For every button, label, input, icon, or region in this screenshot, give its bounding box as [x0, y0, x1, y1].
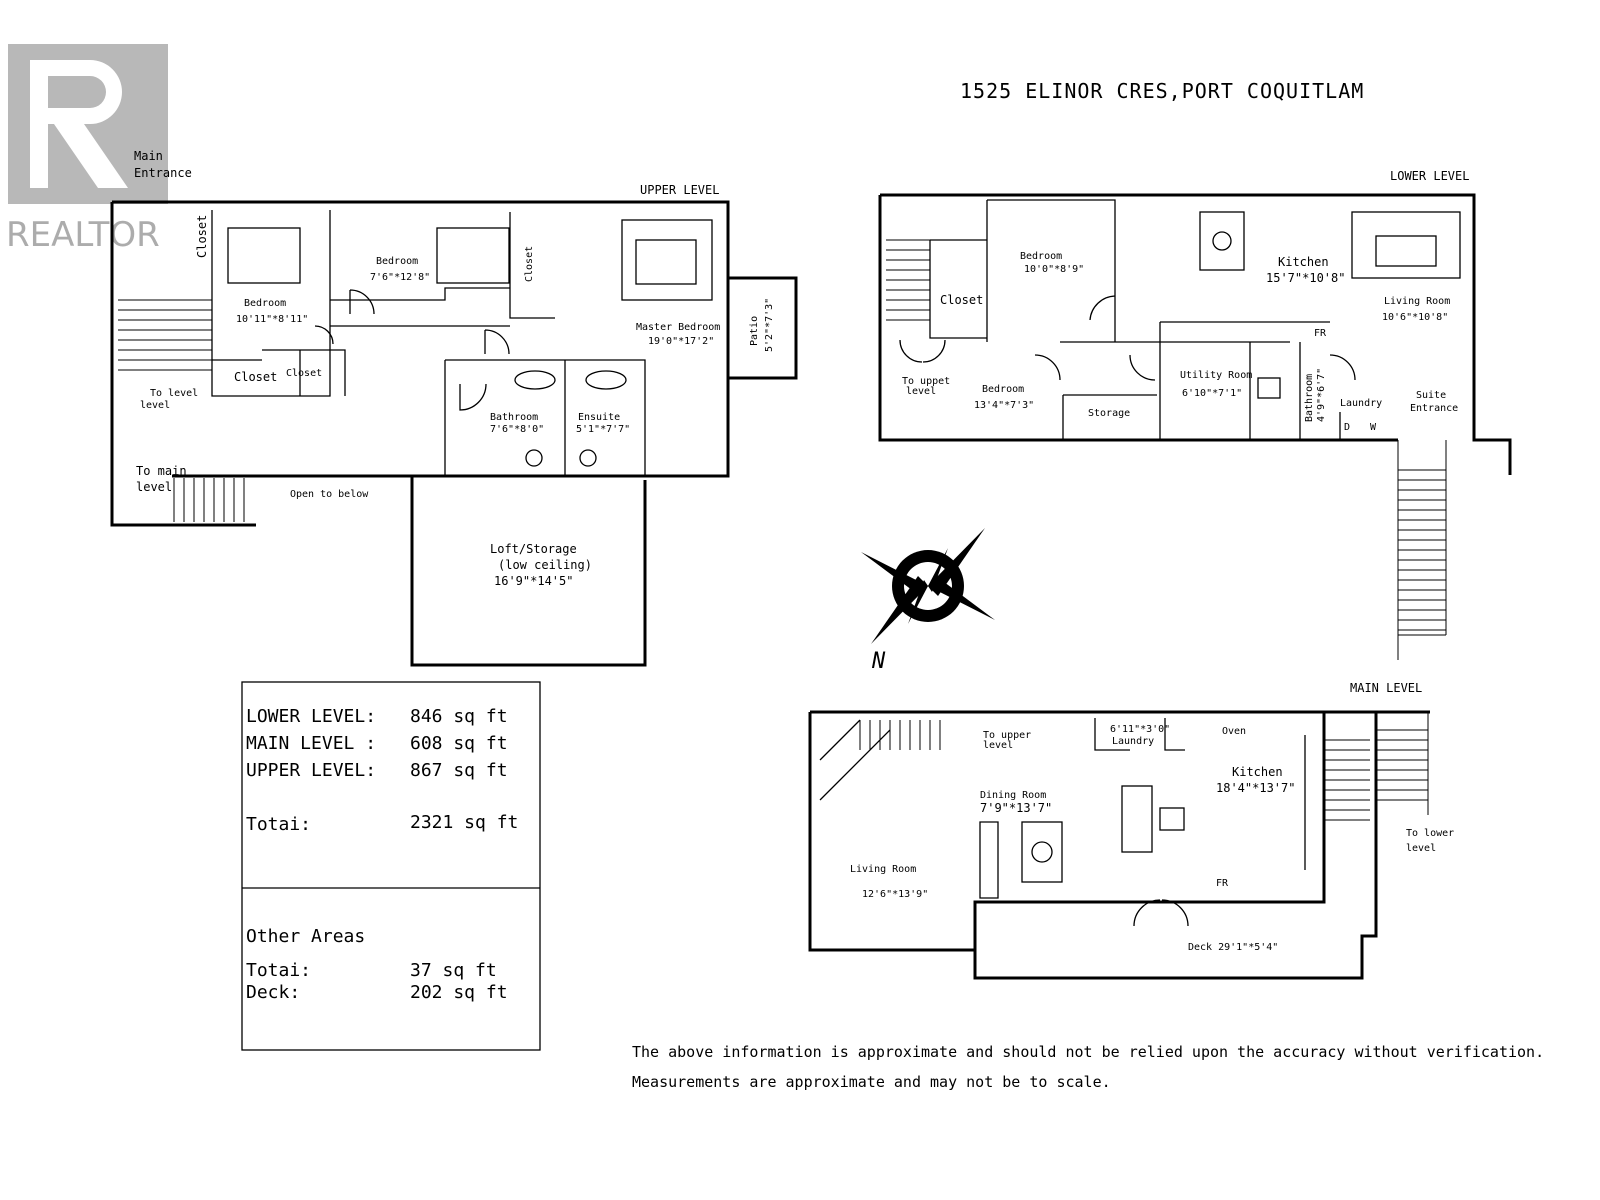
- lower-bedroom1-dims: 10'0"*8'9": [1024, 264, 1084, 275]
- area-row-upper-label: UPPER LEVEL:: [246, 760, 376, 781]
- lower-dryer: D: [1344, 422, 1350, 433]
- main-entrance-label-2: Entrance: [134, 166, 192, 180]
- upper-bathroom-name: Bathroom: [490, 412, 538, 423]
- property-address-title: 1525 ELINOR CRES,PORT COQUITLAM: [960, 79, 1364, 103]
- upper-loft-note: (low ceiling): [498, 558, 592, 572]
- main-laundry-dims: 6'11"*3'0": [1110, 724, 1170, 735]
- area-row-main-label: MAIN LEVEL :: [246, 733, 376, 754]
- main-dining-dims: 7'9"*13'7": [980, 801, 1052, 815]
- disclaimer-line-2: Measurements are approximate and may not…: [632, 1073, 1111, 1091]
- main-to-upper-1: To upper: [983, 730, 1031, 741]
- upper-patio-dims: 5'2"*7'3": [764, 298, 775, 352]
- main-to-upper-2: level: [983, 740, 1013, 751]
- upper-closet-b: Closet: [286, 368, 322, 379]
- upper-bedroom1-dims: 10'11"*8'11": [236, 314, 308, 325]
- lower-suite-entrance-2: Entrance: [1410, 403, 1458, 414]
- lower-fridge: FR: [1314, 328, 1327, 339]
- main-entrance-label-1: Main: [134, 149, 163, 163]
- area-other-title: Other Areas: [246, 926, 365, 947]
- upper-master-name: Master Bedroom: [636, 322, 720, 333]
- lower-bedroom2-name: Bedroom: [982, 384, 1024, 395]
- upper-to-main-2: level: [136, 480, 172, 494]
- upper-to-level-2: level: [140, 400, 170, 411]
- main-laundry-name: Laundry: [1112, 736, 1154, 747]
- upper-patio-name: Patio: [749, 316, 760, 346]
- area-summary-table: LOWER LEVEL: 846 sq ft MAIN LEVEL : 608 …: [241, 681, 541, 1051]
- upper-bedroom1-name: Bedroom: [244, 298, 286, 309]
- upper-master-dims: 19'0"*17'2": [648, 336, 714, 347]
- main-kitchen-dims: 18'4"*13'7": [1216, 781, 1295, 795]
- lower-level-plan: LOWER LEVEL Bedroom 10'0"*8'9" Kitchen 1…: [878, 169, 1512, 660]
- lower-washer: W: [1370, 422, 1377, 433]
- upper-closet-small: Closet: [524, 246, 535, 282]
- upper-level-heading: UPPER LEVEL: [640, 183, 719, 197]
- lower-kitchen-name: Kitchen: [1278, 255, 1329, 269]
- lower-kitchen-dims: 15'7"*10'8": [1266, 271, 1345, 285]
- lower-closet: Closet: [940, 293, 983, 307]
- main-to-lower-2: level: [1406, 843, 1436, 854]
- upper-bedroom2-dims: 7'6"*12'8": [370, 272, 430, 283]
- lower-living-name: Living Room: [1384, 296, 1450, 307]
- upper-bedroom2-name: Bedroom: [376, 256, 418, 267]
- area-total-label: Totai:: [246, 814, 311, 835]
- main-dining-name: Dining Room: [980, 790, 1046, 801]
- lower-laundry: Laundry: [1340, 398, 1382, 409]
- upper-ensuite-dims: 5'1"*7'7": [576, 424, 630, 435]
- lower-utility-dims: 6'10"*7'1": [1182, 388, 1242, 399]
- realtor-wordmark: REALTOR: [6, 215, 160, 255]
- upper-bathroom-dims: 7'6"*8'0": [490, 424, 544, 435]
- area-deck-label: Deck:: [246, 982, 300, 1003]
- main-living-dims: 12'6"*13'9": [862, 889, 928, 900]
- area-row-upper-value: 867 sq ft: [410, 760, 508, 781]
- area-row-main-value: 608 sq ft: [410, 733, 508, 754]
- main-level-heading: MAIN LEVEL: [1350, 681, 1422, 695]
- disclaimer-line-1: The above information is approximate and…: [632, 1043, 1544, 1061]
- lower-bathroom-dims: 4'9"*6'7": [1316, 368, 1327, 422]
- compass-north-label: N: [871, 649, 886, 674]
- upper-loft-name: Loft/Storage: [490, 542, 577, 556]
- upper-ensuite-name: Ensuite: [578, 412, 620, 423]
- lower-utility-name: Utility Room: [1180, 370, 1252, 381]
- upper-closet-a: Closet: [234, 370, 277, 384]
- lower-living-dims: 10'6"*10'8": [1382, 312, 1448, 323]
- lower-bedroom2-dims: 13'4"*7'3": [974, 400, 1034, 411]
- upper-loft-dims: 16'9"*14'5": [494, 574, 573, 588]
- main-deck: Deck 29'1"*5'4": [1188, 942, 1278, 953]
- upper-to-main-1: To main: [136, 464, 187, 478]
- area-row-lower-value: 846 sq ft: [410, 706, 508, 727]
- lower-bedroom1-name: Bedroom: [1020, 251, 1062, 262]
- main-oven: Oven: [1222, 726, 1246, 737]
- lower-storage: Storage: [1088, 408, 1130, 419]
- main-level-plan: MAIN LEVEL To upper level 6'11"*3'0" Lau…: [808, 681, 1454, 980]
- realtor-logo: [8, 44, 168, 204]
- main-to-lower-1: To lower: [1406, 828, 1454, 839]
- lower-to-upper-1: To uppet: [902, 376, 950, 387]
- lower-to-upper-2: level: [906, 386, 936, 397]
- compass-rose: N: [861, 528, 995, 674]
- lower-level-heading: LOWER LEVEL: [1390, 169, 1469, 183]
- upper-closet-vertical: Closet: [195, 215, 209, 258]
- upper-level-plan: UPPER LEVEL Main Entrance Closet Bedroom: [110, 149, 798, 667]
- lower-bathroom-name: Bathroom: [1304, 374, 1315, 422]
- upper-open-below: Open to below: [290, 489, 369, 500]
- upper-to-level-1: To level: [150, 388, 198, 399]
- area-deck-value: 202 sq ft: [410, 982, 508, 1003]
- area-row-lower-label: LOWER LEVEL:: [246, 706, 376, 727]
- area-total-value: 2321 sq ft: [410, 812, 518, 833]
- lower-suite-entrance-1: Suite: [1416, 390, 1446, 401]
- area-other-total-label: Totai:: [246, 960, 311, 981]
- main-living-name: Living Room: [850, 864, 916, 875]
- main-fridge: FR: [1216, 878, 1229, 889]
- main-kitchen-name: Kitchen: [1232, 765, 1283, 779]
- area-other-total-value: 37 sq ft: [410, 960, 497, 981]
